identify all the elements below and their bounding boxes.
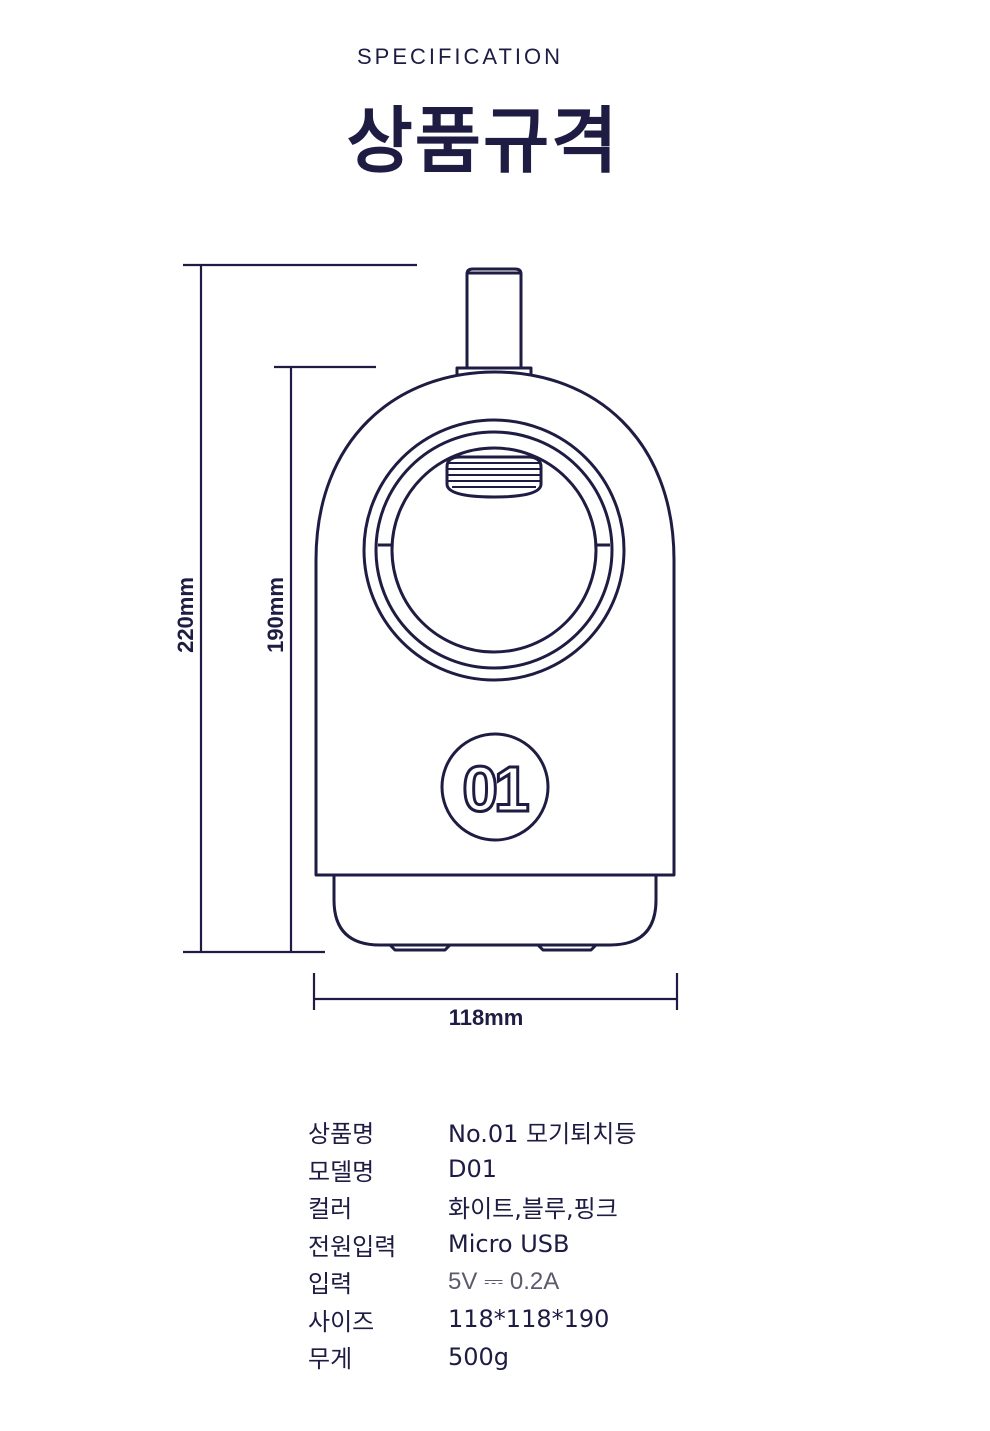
dim-118-label: 118mm [449,1005,524,1030]
model-badge [440,732,550,842]
spec-table: 상품명 No.01 모기퇴치등 모델명 D01 컬러 화이트,블루,핑크 전원입… [308,1113,636,1376]
spec-row-color: 컬러 화이트,블루,핑크 [308,1188,636,1226]
spec-label: 모델명 [308,1157,375,1186]
foot-left [388,943,452,952]
spec-row-size: 사이즈 118*118*190 [308,1301,636,1339]
window-lens [390,446,598,654]
spec-row-input-rating: 입력 5V ⎓ 0.2A [308,1263,636,1301]
page-title: 상품규격 [346,99,620,183]
lamp-body [314,370,676,877]
spec-row-weight: 무게 500g [308,1338,636,1376]
spec-label: 무게 [308,1345,353,1374]
model-badge-text: 01 [462,753,528,825]
spec-row-power-input: 전원입력 Micro USB [308,1226,636,1264]
spec-row-product-name: 상품명 No.01 모기퇴치등 [308,1113,636,1151]
spec-label: 입력 [308,1270,353,1299]
spec-value: Micro USB [448,1230,570,1259]
dim-190-label: 190mm [263,577,288,653]
post-collar [455,366,533,375]
window-outer-ring [362,418,626,682]
fan-grille [445,455,543,499]
window-inner-ring [374,430,614,670]
spec-value: 화이트,블루,핑크 [448,1195,618,1224]
spec-value: No.01 모기퇴치등 [448,1120,637,1149]
spec-label: 사이즈 [308,1307,375,1336]
section-eyebrow: SPECIFICATION [356,44,564,69]
spec-label: 컬러 [308,1195,353,1224]
product-dimension-drawing: 220mm 190mm 118mm 01 [173,263,679,1030]
spec-value: 500g [448,1342,510,1371]
spec-value: 118*118*190 [448,1305,610,1334]
spec-value: D01 [448,1155,498,1184]
top-post [465,267,523,368]
spec-label: 전원입력 [308,1232,397,1261]
foot-right [536,943,598,952]
lamp-base [332,876,658,947]
spec-label: 상품명 [308,1120,375,1149]
spec-value: 5V ⎓ 0.2A [448,1267,560,1295]
dim-220-label: 220mm [173,577,198,653]
spec-row-model: 모델명 D01 [308,1151,636,1189]
